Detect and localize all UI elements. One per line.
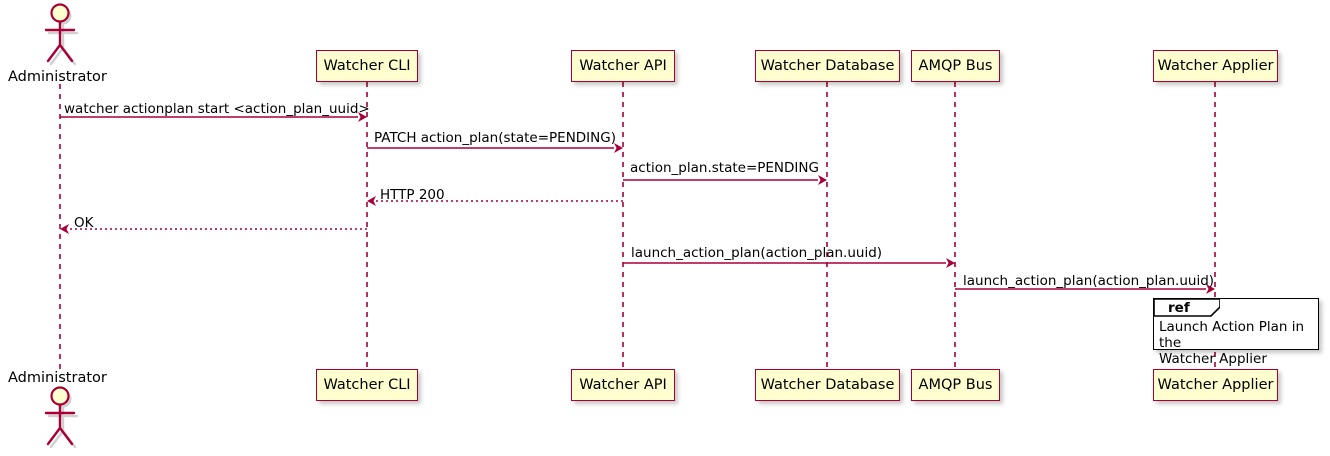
participant-box-watcher-cli-top: Watcher CLI: [316, 50, 418, 82]
actor-leg-left: [46, 426, 62, 446]
ref-tab-label: ref: [1168, 300, 1190, 316]
message-arrowhead-m2: [614, 143, 623, 153]
actor-figure-administrator-top: [44, 3, 79, 66]
actor-label-administrator-top: Administrator: [8, 69, 107, 85]
participant-label: Watcher CLI: [323, 376, 411, 393]
participant-label: Watcher Database: [760, 376, 895, 393]
actor-leg-left: [49, 429, 65, 449]
lifelines-group: [59, 82, 1216, 371]
participant-box-watcher-api-bottom: Watcher API: [571, 369, 675, 401]
message-label-m4: HTTP 200: [380, 187, 445, 203]
message-arrowhead-m5: [60, 224, 69, 234]
participant-label: Watcher Applier: [1157, 376, 1274, 393]
message-arrows-group: [60, 112, 1215, 294]
participant-box-watcher-api-top: Watcher API: [571, 50, 675, 82]
message-label-m5: OK: [74, 215, 94, 231]
ref-tab-shape: [1154, 299, 1220, 317]
message-label-m1: watcher actionplan start <action_plan_uu…: [64, 101, 370, 117]
participant-label: Watcher API: [579, 376, 667, 393]
ref-body-text: Launch Action Plan in the Watcher Applie…: [1159, 319, 1305, 367]
message-label-m3: action_plan.state=PENDING: [630, 160, 819, 176]
message-label-m2: PATCH action_plan(state=PENDING): [374, 130, 616, 146]
participant-box-amqp-bus-bottom: AMQP Bus: [911, 369, 1000, 401]
participant-label: Watcher CLI: [323, 57, 411, 74]
message-label-m6: launch_action_plan(action_plan.uuid): [631, 245, 883, 261]
participant-label: Watcher API: [579, 57, 667, 74]
message-arrowhead-m3: [818, 175, 827, 185]
ref-tab-polygon: [1154, 299, 1220, 317]
participant-label: AMQP Bus: [918, 57, 993, 74]
actor-label-administrator-bottom: Administrator: [8, 370, 107, 386]
actor-figures-group: [44, 3, 79, 449]
participant-box-amqp-bus-top: AMQP Bus: [911, 50, 1000, 82]
participant-label: Watcher Applier: [1157, 57, 1274, 74]
message-arrowhead-m7: [1206, 284, 1215, 294]
participant-box-watcher-applier-top: Watcher Applier: [1153, 50, 1278, 82]
message-label-m7: launch_action_plan(action_plan.uuid): [963, 273, 1215, 289]
actor-figure-administrator-bottom: [44, 386, 79, 449]
message-arrowhead-m1: [358, 112, 367, 122]
participant-box-watcher-cli-bottom: Watcher CLI: [316, 369, 418, 401]
actor-leg-left: [49, 46, 65, 66]
actor-head-circle: [50, 386, 70, 406]
participant-label: Watcher Database: [760, 57, 895, 74]
message-arrowhead-m6: [946, 258, 955, 268]
participant-box-watcher-applier-bottom: Watcher Applier: [1153, 369, 1278, 401]
participant-box-watcher-database-top: Watcher Database: [755, 50, 900, 82]
message-arrowhead-m4: [367, 196, 376, 206]
actor-leg-right: [58, 43, 74, 63]
participant-label: AMQP Bus: [918, 376, 993, 393]
participant-box-watcher-database-bottom: Watcher Database: [755, 369, 900, 401]
actor-head-circle: [50, 3, 70, 23]
actor-leg-right: [58, 426, 74, 446]
actor-leg-left: [46, 43, 62, 63]
